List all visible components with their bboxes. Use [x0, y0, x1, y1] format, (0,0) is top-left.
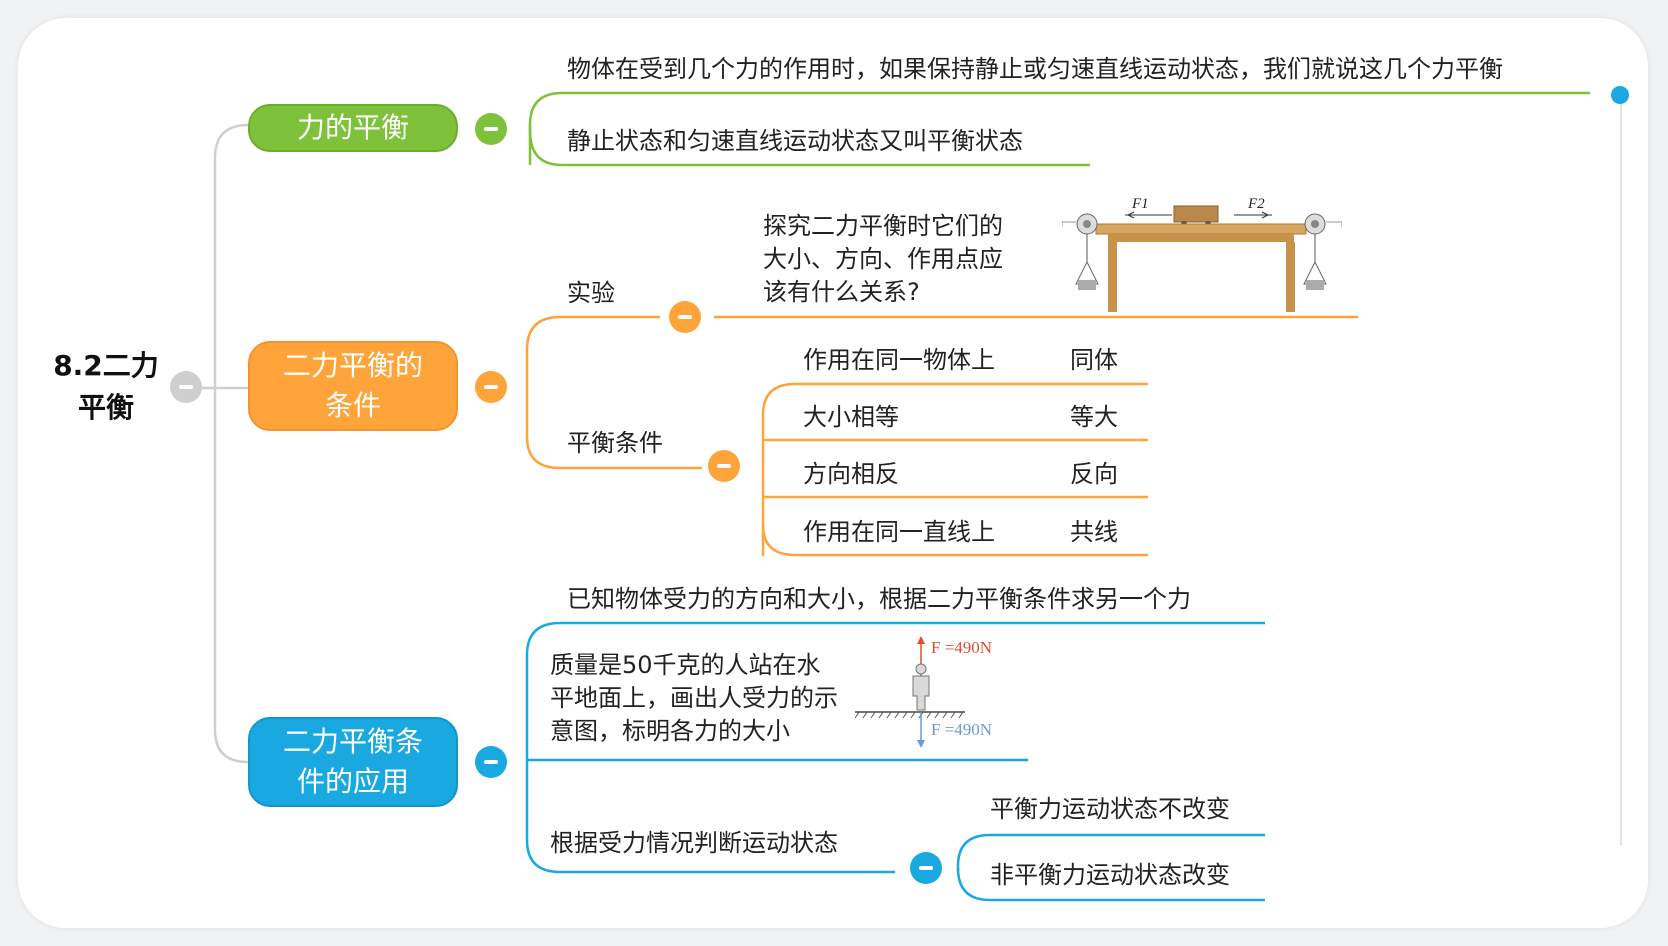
- branch-application[interactable]: 二力平衡条件的应用: [248, 717, 458, 807]
- branch-conditions-label: 二力平衡的条件: [282, 349, 423, 422]
- condition-row-3-short: 反向: [1070, 460, 1118, 488]
- judge-item-1: 平衡力运动状态不改变: [990, 795, 1230, 823]
- application-known: 已知物体受力的方向和大小，根据二力平衡条件求另一个力: [567, 585, 1191, 613]
- condition-row-1: 作用在同一物体上: [803, 346, 995, 374]
- force-balance-definition: 物体在受到几个力的作用时，如果保持静止或匀速直线运动状态，我们就说这几个力平衡: [567, 55, 1503, 83]
- experiment-label: 实验: [567, 279, 615, 307]
- branch-application-label: 二力平衡条件的应用: [282, 725, 423, 798]
- root-node[interactable]: 8.2二力平衡: [46, 345, 166, 429]
- force-f1-label: F1: [1131, 196, 1149, 212]
- branch-force-balance-label: 力的平衡: [296, 111, 409, 144]
- standing-person-force-figure: F =490N F =490N: [855, 636, 992, 748]
- pulley-table-cart-figure: F1 F2: [1062, 196, 1342, 312]
- branch-conditions-collapse-icon[interactable]: [475, 371, 507, 403]
- branch-force-balance[interactable]: 力的平衡: [248, 104, 458, 152]
- condition-row-1-short: 同体: [1070, 346, 1118, 374]
- force-up-label: F =490N: [931, 638, 992, 657]
- root-collapse-icon[interactable]: [170, 371, 202, 403]
- conditions-collapse-icon[interactable]: [708, 450, 740, 482]
- judge-item-2: 非平衡力运动状态改变: [990, 861, 1230, 889]
- force-balance-state: 静止状态和匀速直线运动状态又叫平衡状态: [567, 127, 1023, 155]
- scroll-indicator-dot[interactable]: [1611, 86, 1629, 104]
- branch-conditions[interactable]: 二力平衡的条件: [248, 341, 458, 431]
- application-example: 质量是50千克的人站在水平地面上，画出人受力的示意图，标明各力的大小: [550, 651, 838, 745]
- experiment-collapse-icon[interactable]: [669, 301, 701, 333]
- conditions-label: 平衡条件: [567, 429, 663, 457]
- branch-application-collapse-icon[interactable]: [475, 746, 507, 778]
- judge-label: 根据受力情况判断运动状态: [550, 829, 838, 857]
- force-down-label: F =490N: [931, 720, 992, 739]
- condition-row-2: 大小相等: [803, 403, 899, 431]
- condition-row-3: 方向相反: [803, 460, 899, 488]
- condition-row-4: 作用在同一直线上: [803, 518, 995, 546]
- force-f2-label: F2: [1247, 196, 1265, 212]
- condition-row-4-short: 共线: [1070, 518, 1118, 546]
- condition-row-2-short: 等大: [1070, 403, 1118, 431]
- judge-collapse-icon[interactable]: [910, 852, 942, 884]
- root-label: 8.2二力平衡: [53, 349, 159, 424]
- branch-force-balance-collapse-icon[interactable]: [475, 113, 507, 145]
- experiment-question: 探究二力平衡时它们的大小、方向、作用点应该有什么关系?: [763, 212, 1003, 306]
